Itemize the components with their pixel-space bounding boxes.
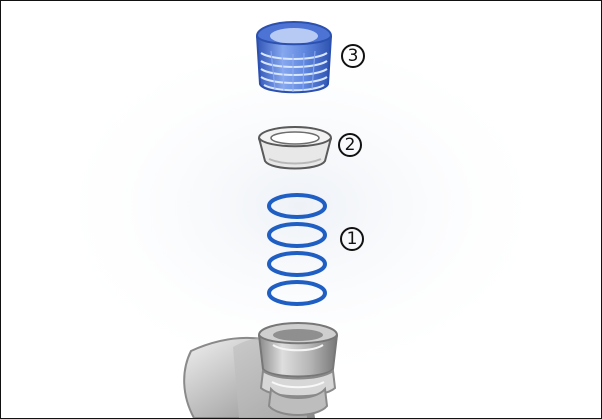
strainer-icon [257, 22, 331, 92]
washer-icon [259, 127, 331, 169]
callout-1: 1 [340, 227, 364, 251]
callout-2: 2 [338, 133, 362, 157]
callout-3: 3 [341, 44, 365, 68]
